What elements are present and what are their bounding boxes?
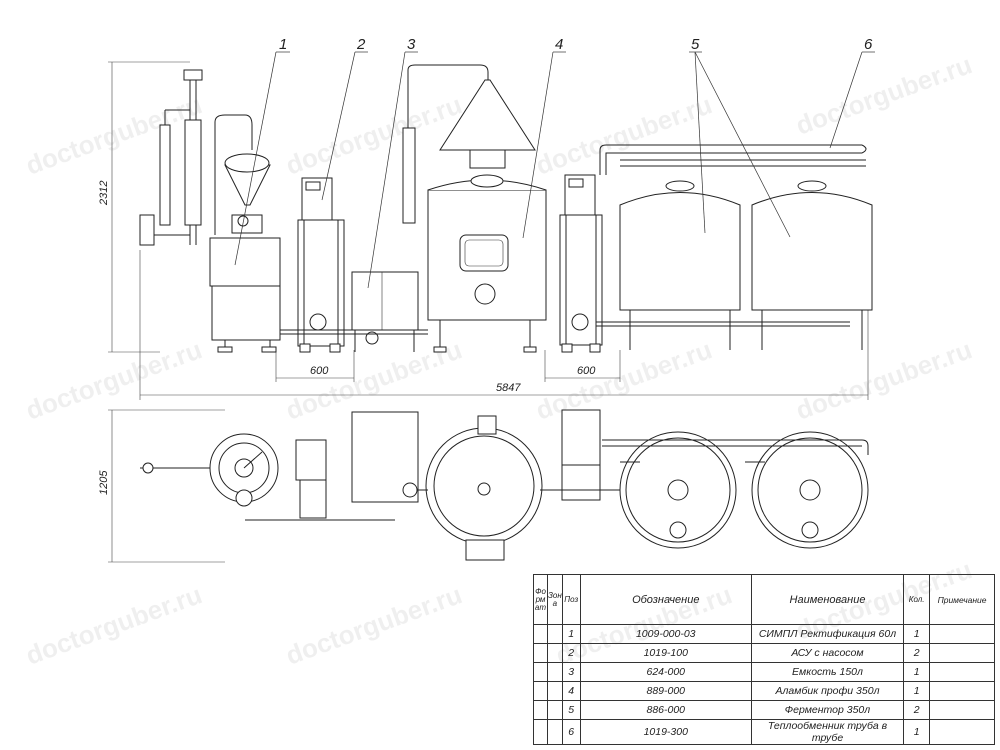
row-name: АСУ с насосом xyxy=(750,643,905,663)
table-row: 5 886-000 Ферментор 350л 2 xyxy=(533,700,995,720)
watermark-text: doctorguber.ru xyxy=(22,579,206,670)
row-name: Емкость 150л xyxy=(750,662,905,682)
tank-150l xyxy=(351,271,419,352)
row-pos: 2 xyxy=(561,643,581,663)
row-name: Ферментор 350л xyxy=(750,700,905,720)
specification-table: Фо рм ат Зон а Поз Обозначение Наименова… xyxy=(533,574,995,745)
header-note: Примечание xyxy=(929,574,995,625)
rectification-column-unit xyxy=(139,69,281,353)
row-note xyxy=(929,662,995,682)
row-pos: 1 xyxy=(561,624,581,644)
row-designation: 889-000 xyxy=(579,681,752,701)
table-row: 2 1019-100 АСУ с насосом 2 xyxy=(533,643,995,663)
plan-view xyxy=(140,409,869,561)
row-name: Аламбик профи 350л xyxy=(750,681,905,701)
header-designation: Обозначение xyxy=(579,574,752,625)
row-qty: 1 xyxy=(903,681,931,701)
header-format: Фо рм ат xyxy=(533,574,548,625)
watermark-text: doctorguber.ru xyxy=(282,89,466,180)
row-qty: 1 xyxy=(903,624,931,644)
callout-number: 6 xyxy=(864,36,873,53)
row-qty: 1 xyxy=(903,719,931,745)
watermark-text: doctorguber.ru xyxy=(532,89,716,180)
watermark-text: doctorguber.ru xyxy=(22,334,206,425)
row-designation: 886-000 xyxy=(579,700,752,720)
row-note xyxy=(929,681,995,701)
heat-exchanger-pipe-in-pipe xyxy=(599,144,867,175)
row-name: Теплообменник труба в трубе xyxy=(750,719,905,745)
row-note xyxy=(929,700,995,720)
watermark-text: doctorguber.ru xyxy=(22,89,206,180)
row-qty: 2 xyxy=(903,700,931,720)
row-pos: 4 xyxy=(561,681,581,701)
row-note xyxy=(929,624,995,644)
callout-number: 3 xyxy=(407,36,416,53)
dim-width-total: 5847 xyxy=(496,382,521,394)
callout-number: 2 xyxy=(356,36,366,53)
table-header-row: Фо рм ат Зон а Поз Обозначение Наименова… xyxy=(533,574,995,625)
header-pos: Поз xyxy=(561,574,581,625)
row-pos: 5 xyxy=(561,700,581,720)
callout-number: 4 xyxy=(555,36,563,53)
row-name: СИМПЛ Ректификация 60л xyxy=(750,624,905,644)
header-qty: Кол. xyxy=(903,574,931,625)
dim-width-600-right: 600 xyxy=(577,365,596,377)
row-designation: 624-000 xyxy=(579,662,752,682)
row-designation: 1019-300 xyxy=(579,719,752,745)
row-note xyxy=(929,719,995,745)
dim-height-front: 2312 xyxy=(98,181,110,206)
table-row: 6 1019-300 Теплообменник труба в трубе 1 xyxy=(533,719,995,745)
alambic-350l xyxy=(280,64,547,353)
header-zone: Зон а xyxy=(546,574,563,625)
asu-pump-unit-left xyxy=(297,177,345,353)
table-row: 4 889-000 Аламбик профи 350л 1 xyxy=(533,681,995,701)
row-designation: 1019-100 xyxy=(579,643,752,663)
fermenters-350l xyxy=(596,180,873,350)
front-view: 2312 600 600 5847 1205 xyxy=(98,36,875,563)
watermark-text: doctorguber.ru xyxy=(792,49,976,140)
watermark-text: doctorguber.ru xyxy=(532,334,716,425)
callouts: 1 2 3 4 5 6 xyxy=(234,36,875,289)
watermark-text: doctorguber.ru xyxy=(282,579,466,670)
row-qty: 1 xyxy=(903,662,931,682)
header-name: Наименование xyxy=(750,574,905,625)
callout-number: 5 xyxy=(691,36,700,53)
table-row: 1 1009-000-03 СИМПЛ Ректификация 60л 1 xyxy=(533,624,995,644)
watermark-text: doctorguber.ru xyxy=(792,334,976,425)
dim-height-plan: 1205 xyxy=(98,470,110,495)
callout-number: 1 xyxy=(279,36,287,53)
asu-pump-unit-right xyxy=(559,174,603,353)
row-qty: 2 xyxy=(903,643,931,663)
dim-width-600-left: 600 xyxy=(310,365,329,377)
dimension-lines xyxy=(108,61,869,563)
row-pos: 3 xyxy=(561,662,581,682)
row-note xyxy=(929,643,995,663)
row-designation: 1009-000-03 xyxy=(579,624,752,644)
table-row: 3 624-000 Емкость 150л 1 xyxy=(533,662,995,682)
row-pos: 6 xyxy=(561,719,581,745)
